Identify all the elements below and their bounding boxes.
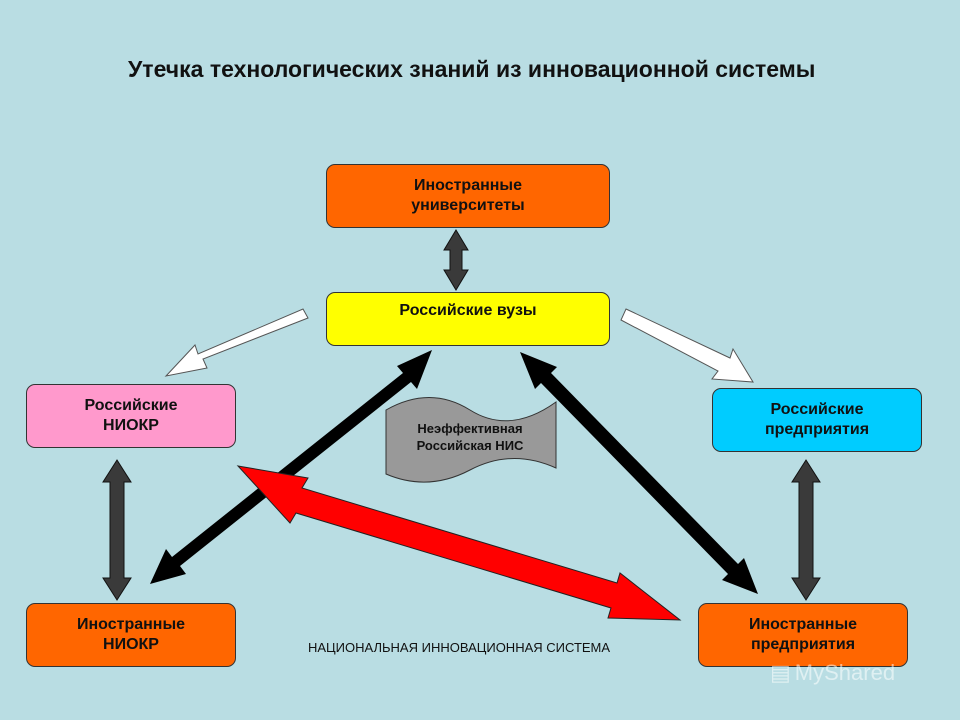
- diagram-title: Утечка технологических знаний из инновац…: [128, 56, 816, 82]
- hollow-arrow-to-russian-enterprises-icon: [620, 308, 754, 383]
- node-russian-rnd-label: Российские НИОКР: [84, 397, 178, 434]
- watermark-text: MyShared: [794, 660, 896, 685]
- hollow-arrow-to-russian-rnd-icon: [164, 308, 309, 377]
- node-foreign-rnd-label: Иностранные НИОКР: [76, 616, 186, 653]
- node-foreign-universities: Иностранные университеты: [326, 164, 610, 228]
- double-arrow-enterprises-icon: [791, 459, 821, 601]
- node-russian-universities-label: Российские вузы: [399, 302, 537, 319]
- flag-label: Неэффективная Российская НИС: [416, 421, 524, 453]
- watermark: ▤ MyShared: [770, 660, 895, 686]
- node-russian-universities: Российские вузы: [326, 292, 610, 346]
- diagonal-arrow-universities-foreign-rnd-icon: [150, 350, 432, 584]
- footer-label: НАЦИОНАЛЬНАЯ ИННОВАЦИОННАЯ СИСТЕМА: [308, 640, 611, 655]
- double-arrow-rnd-icon: [102, 459, 132, 601]
- node-foreign-universities-label: Иностранные университеты: [411, 177, 525, 214]
- node-foreign-rnd: Иностранные НИОКР: [26, 603, 236, 667]
- node-foreign-enterprises: Иностранные предприятия: [698, 603, 908, 667]
- double-arrow-universities-icon: [443, 229, 469, 291]
- node-russian-enterprises: Российские предприятия: [712, 388, 922, 452]
- node-russian-rnd: Российские НИОКР: [26, 384, 236, 448]
- presentation-icon: ▤: [770, 660, 791, 685]
- diagonal-arrow-universities-foreign-enterprises-icon: [520, 352, 758, 594]
- node-russian-enterprises-label: Российские предприятия: [764, 401, 870, 438]
- node-foreign-enterprises-label: Иностранные предприятия: [748, 616, 858, 653]
- flag-shape: [385, 397, 557, 483]
- red-arrow-rnd-enterprises-icon: [236, 465, 682, 621]
